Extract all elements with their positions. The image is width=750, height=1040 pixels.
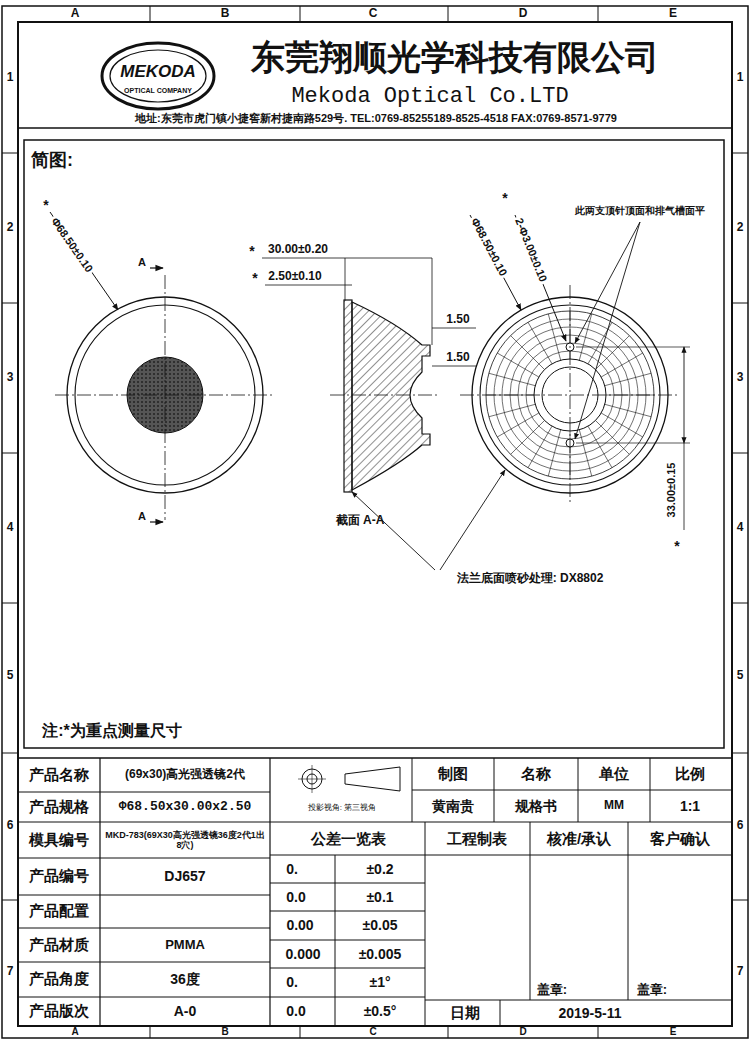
table-cell: 产品材质 <box>29 936 89 953</box>
grid-letter: E <box>669 7 677 21</box>
key-mark: * <box>502 190 507 206</box>
grid-number: 5 <box>7 669 14 683</box>
company-name-en: Mekoda Optical Co.LTD <box>291 84 568 109</box>
table-cell: 日期 <box>450 1004 480 1021</box>
table-cell: 模具编号 <box>29 831 89 848</box>
dimension: Φ68.50±0.10 <box>47 214 96 277</box>
key-mark: * <box>43 197 48 213</box>
table-cell: A-0 <box>174 1003 197 1019</box>
table-cell: 盖章: <box>637 983 667 998</box>
table-cell: 投影视角: 第三视角 <box>308 803 376 812</box>
table-cell: Φ68.50x30.00x2.50 <box>119 800 252 815</box>
table-cell: 0.0 <box>286 1003 305 1019</box>
grid-number: 7 <box>7 965 14 979</box>
dimension: 2-Φ3.00±0.10 <box>512 214 551 285</box>
grid-number: 3 <box>737 371 744 385</box>
table-cell: 公差一览表 <box>311 830 386 847</box>
table-cell: 盖章: <box>537 983 567 998</box>
grid-number: 2 <box>737 221 744 235</box>
table-cell: MKD-783(69X30高光强透镜36度2代1出8穴) <box>105 830 265 851</box>
table-cell: (69x30)高光强透镜2代 <box>125 768 245 782</box>
table-cell: 制图 <box>438 765 468 782</box>
table-cell: 核准/承认 <box>547 830 611 847</box>
table-cell: MM <box>604 799 624 813</box>
table-cell: 产品名称 <box>29 766 89 783</box>
dimension: 33.00±0.15 <box>665 463 678 518</box>
section-mark: A <box>138 256 146 269</box>
grid-letter: E <box>670 1026 677 1038</box>
company-title: 东莞翔顺光学科技有限公司 <box>251 38 659 77</box>
grid-number: 5 <box>737 669 744 683</box>
address-line: 地址:东莞市虎门镇小捷窖新村捷南路529号. TEL:0769-85255189… <box>135 112 617 125</box>
table-cell: 名称 <box>521 765 551 782</box>
grid-number: 4 <box>737 521 744 535</box>
table-cell: 产品规格 <box>29 798 89 815</box>
table-cell: PMMA <box>165 938 205 953</box>
grid-letter: B <box>221 1026 228 1038</box>
table-cell: ±0.1 <box>366 889 393 905</box>
grid-number: 6 <box>737 819 744 833</box>
dimension: Φ68.50±0.10 <box>467 214 510 280</box>
grid-number: 2 <box>7 221 14 235</box>
grid-number: 1 <box>7 71 14 85</box>
table-cell: ±0.05 <box>363 917 398 933</box>
grid-letter: C <box>369 7 378 21</box>
table-cell: 36度 <box>170 971 200 987</box>
table-cell: 0.00 <box>286 917 313 933</box>
note: 法兰底面喷砂处理: DX8802 <box>457 572 604 586</box>
table-cell: ±0.005 <box>359 946 402 962</box>
grid-letter: D <box>519 1026 526 1038</box>
dimension: 1.50 <box>446 313 469 327</box>
table-cell: 2019-5-11 <box>558 1005 621 1021</box>
table-cell: 0. <box>286 861 298 877</box>
table-cell: 产品编号 <box>29 867 89 884</box>
key-mark: * <box>674 538 679 554</box>
table-cell: ±0.2 <box>366 861 393 877</box>
grid-letter: B <box>221 7 230 21</box>
table-cell: 0.000 <box>285 946 320 962</box>
logo-text: MEKODA <box>120 62 196 82</box>
grid-number: 4 <box>7 521 14 535</box>
grid-letter: D <box>519 7 528 21</box>
grid-letter: A <box>71 7 80 21</box>
section-mark: A <box>138 510 146 523</box>
table-cell: 工程制表 <box>447 830 507 847</box>
dimension: 2.50±0.10 <box>268 270 321 284</box>
table-cell: 产品角度 <box>29 970 89 987</box>
dimension: 30.00±0.20 <box>268 243 328 257</box>
grid-number: 6 <box>7 819 14 833</box>
table-cell: 客户确认 <box>650 830 710 847</box>
sketch-heading: 简图: <box>31 150 73 171</box>
grid-letter: C <box>369 1026 376 1038</box>
table-cell: 0. <box>286 974 298 990</box>
grid-letter: A <box>71 1026 78 1038</box>
key-mark: * <box>252 270 257 286</box>
table-cell: ±0.5° <box>364 1003 397 1019</box>
table-cell: 产品配置 <box>29 902 89 919</box>
logo-text: OPTICAL COMPANY <box>124 87 192 95</box>
grid-number: 1 <box>737 71 744 85</box>
key-mark: * <box>249 243 254 259</box>
dimension: 1.50 <box>446 351 469 365</box>
note: 注:*为重点测量尺寸 <box>42 722 182 740</box>
note: 此两支顶针顶面和排气槽面平 <box>575 205 705 217</box>
table-cell: 产品版次 <box>29 1002 89 1019</box>
section-title: 截面 A-A <box>336 514 385 528</box>
grid-number: 7 <box>737 965 744 979</box>
grid-number: 3 <box>7 371 14 385</box>
table-cell: 比例 <box>675 765 705 782</box>
table-cell: 0.0 <box>286 889 305 905</box>
table-cell: DJ657 <box>164 868 205 884</box>
table-cell: 单位 <box>599 765 629 782</box>
table-cell: ±1° <box>369 974 390 990</box>
table-cell: 规格书 <box>515 798 557 814</box>
table-cell: 1:1 <box>680 798 700 814</box>
table-cell: 黄南贵 <box>432 798 474 814</box>
